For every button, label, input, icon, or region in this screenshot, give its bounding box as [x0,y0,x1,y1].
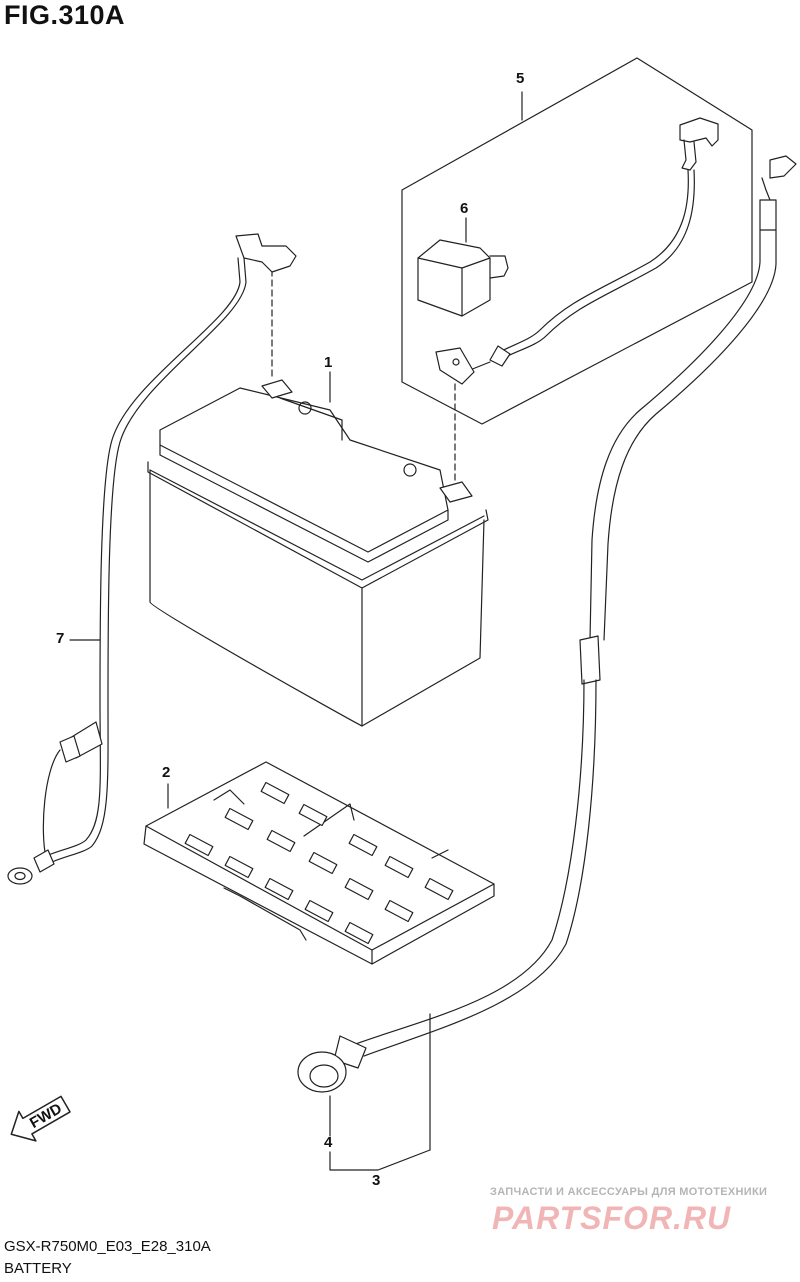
callout-5: 5 [516,70,525,87]
fwd-direction-arrow: FWD [10,1095,71,1142]
section-name: BATTERY [4,1260,72,1277]
callout-1: 1 [324,354,333,371]
model-code: GSX-R750M0_E03_E28_310A [4,1238,211,1255]
battery-part-1 [147,379,489,727]
watermark-logo: PARTSFOR.RU [492,1200,732,1236]
figure-title: FIG.310A [4,0,126,30]
leader-lines [69,91,523,1171]
battery-cable-part-5 [435,117,719,385]
terminal-cap-part-6 [417,239,509,317]
battery-tray-part-2 [143,761,495,965]
harness-part-7 [7,233,297,885]
watermark-tagline: ЗАПЧАСТИ И АКСЕССУАРЫ ДЛЯ МОТОТЕХНИКИ [490,1186,768,1198]
callout-3: 3 [372,1172,381,1189]
callout-7: 7 [56,630,65,647]
callout-2: 2 [162,764,171,781]
battery-cable-part-3 [297,155,797,1093]
cable-kit-frame [401,57,753,425]
leader-dashed-lines [271,269,456,485]
callout-6: 6 [460,200,469,217]
callout-4: 4 [324,1134,333,1151]
